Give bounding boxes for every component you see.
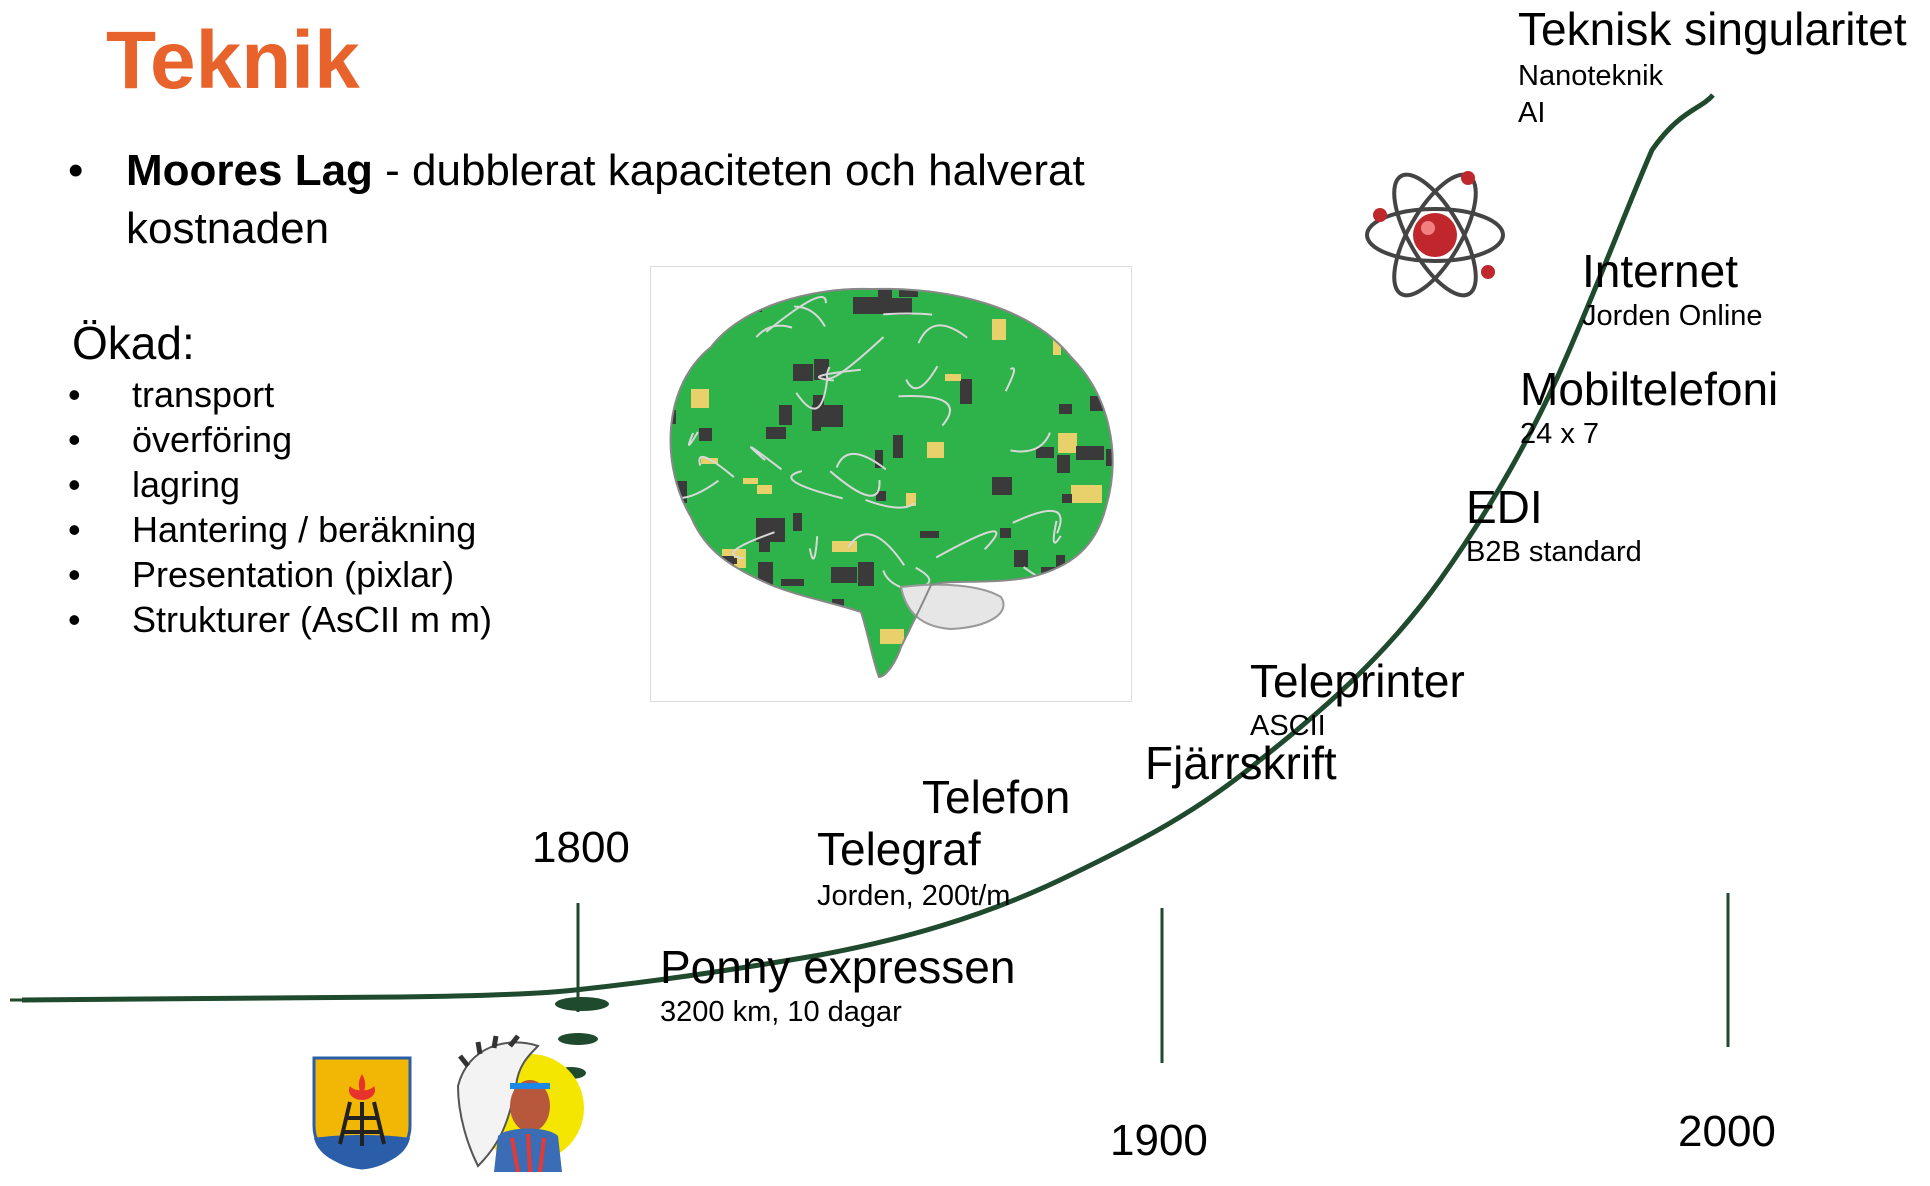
list-item: •transport xyxy=(68,374,275,415)
growth-curve xyxy=(21,93,1715,1003)
milestone-edi: EDI B2B standard xyxy=(1466,481,1642,568)
atom-icon xyxy=(1360,160,1510,310)
milestone-teleprinter: Teleprinter ASCII xyxy=(1250,655,1465,742)
moores-law-text: - dubblerat kapaciteten och halverat xyxy=(372,146,1085,195)
bullet-marker: • xyxy=(68,419,81,460)
coat-of-arms-image xyxy=(310,1056,414,1186)
list-item: •Strukturer (AsCII m m) xyxy=(68,599,493,640)
moores-law-line2: kostnaden xyxy=(126,204,330,253)
list-item: •överföring xyxy=(68,419,293,460)
list-item: •Hantering / beräkning xyxy=(68,509,477,550)
brain-illustration xyxy=(669,287,1114,679)
native-chief-image xyxy=(438,1026,584,1173)
bullet-marker: • xyxy=(68,464,81,505)
bullet-marker: • xyxy=(68,599,81,640)
moores-law-bullet: • Moores Lag - dubblerat kapaciteten och… xyxy=(68,142,1218,258)
bullet-marker: • xyxy=(68,509,81,550)
milestone-mobile: Mobiltelefoni 24 x 7 xyxy=(1520,363,1779,450)
smoke-signal xyxy=(558,1033,598,1045)
milestone-telefon: Telefon xyxy=(922,771,1071,823)
list-item: •lagring xyxy=(68,464,241,505)
okad-heading: Ökad: xyxy=(72,317,195,369)
list-item: •Presentation (pixlar) xyxy=(68,554,455,595)
bullet-marker: • xyxy=(68,374,81,415)
year-label: 1900 xyxy=(1110,1116,1208,1165)
smoke-signal xyxy=(555,997,609,1011)
bullet-marker: • xyxy=(68,146,84,195)
circuit-brain-image xyxy=(650,266,1132,702)
milestone-telegraf: Telegraf Jorden, 200t/m xyxy=(817,823,1011,912)
milestone-fjarrskrift: Fjärrskrift xyxy=(1145,737,1337,789)
milestone-singularity: Teknisk singularitet Nanoteknik AI xyxy=(1518,3,1907,129)
milestone-ponny: Ponny expressen 3200 km, 10 dagar xyxy=(660,941,1016,1028)
slide-title: Teknik xyxy=(106,15,360,106)
okad-list: •transport •överföring •lagring •Hanteri… xyxy=(68,372,492,642)
year-label: 2000 xyxy=(1678,1107,1776,1156)
moores-law-bold: Moores Lag xyxy=(126,146,373,195)
year-label: 1800 xyxy=(532,823,630,872)
bullet-marker: • xyxy=(68,554,81,595)
milestone-internet: Internet Jorden Online xyxy=(1582,245,1763,332)
